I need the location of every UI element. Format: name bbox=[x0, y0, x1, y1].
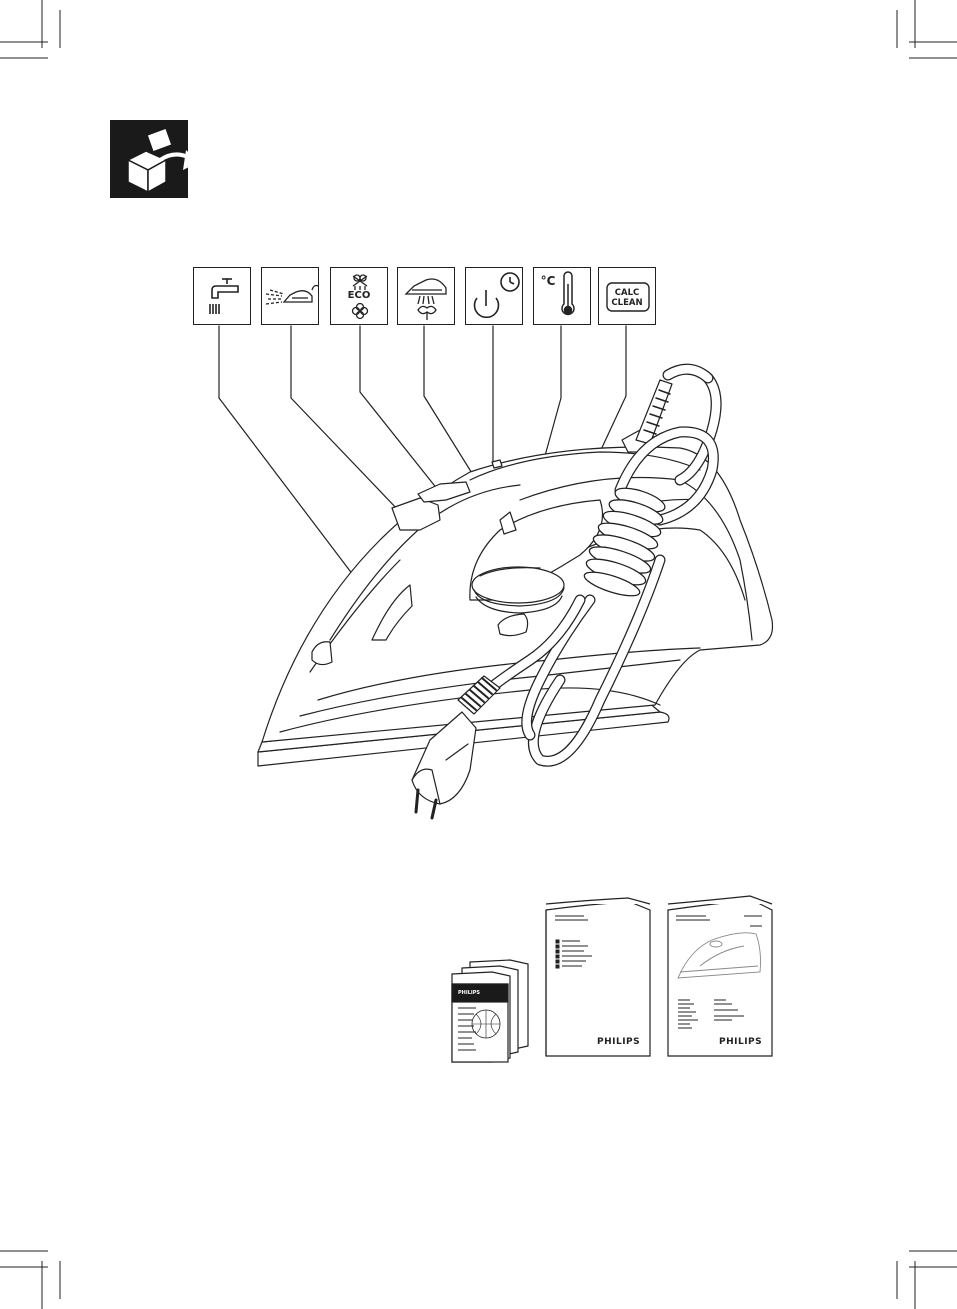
small-booklet-brand: PHILIPS bbox=[458, 990, 480, 996]
manual-brand: PHILIPS bbox=[597, 1037, 640, 1047]
guide-brand: PHILIPS bbox=[719, 1037, 762, 1047]
